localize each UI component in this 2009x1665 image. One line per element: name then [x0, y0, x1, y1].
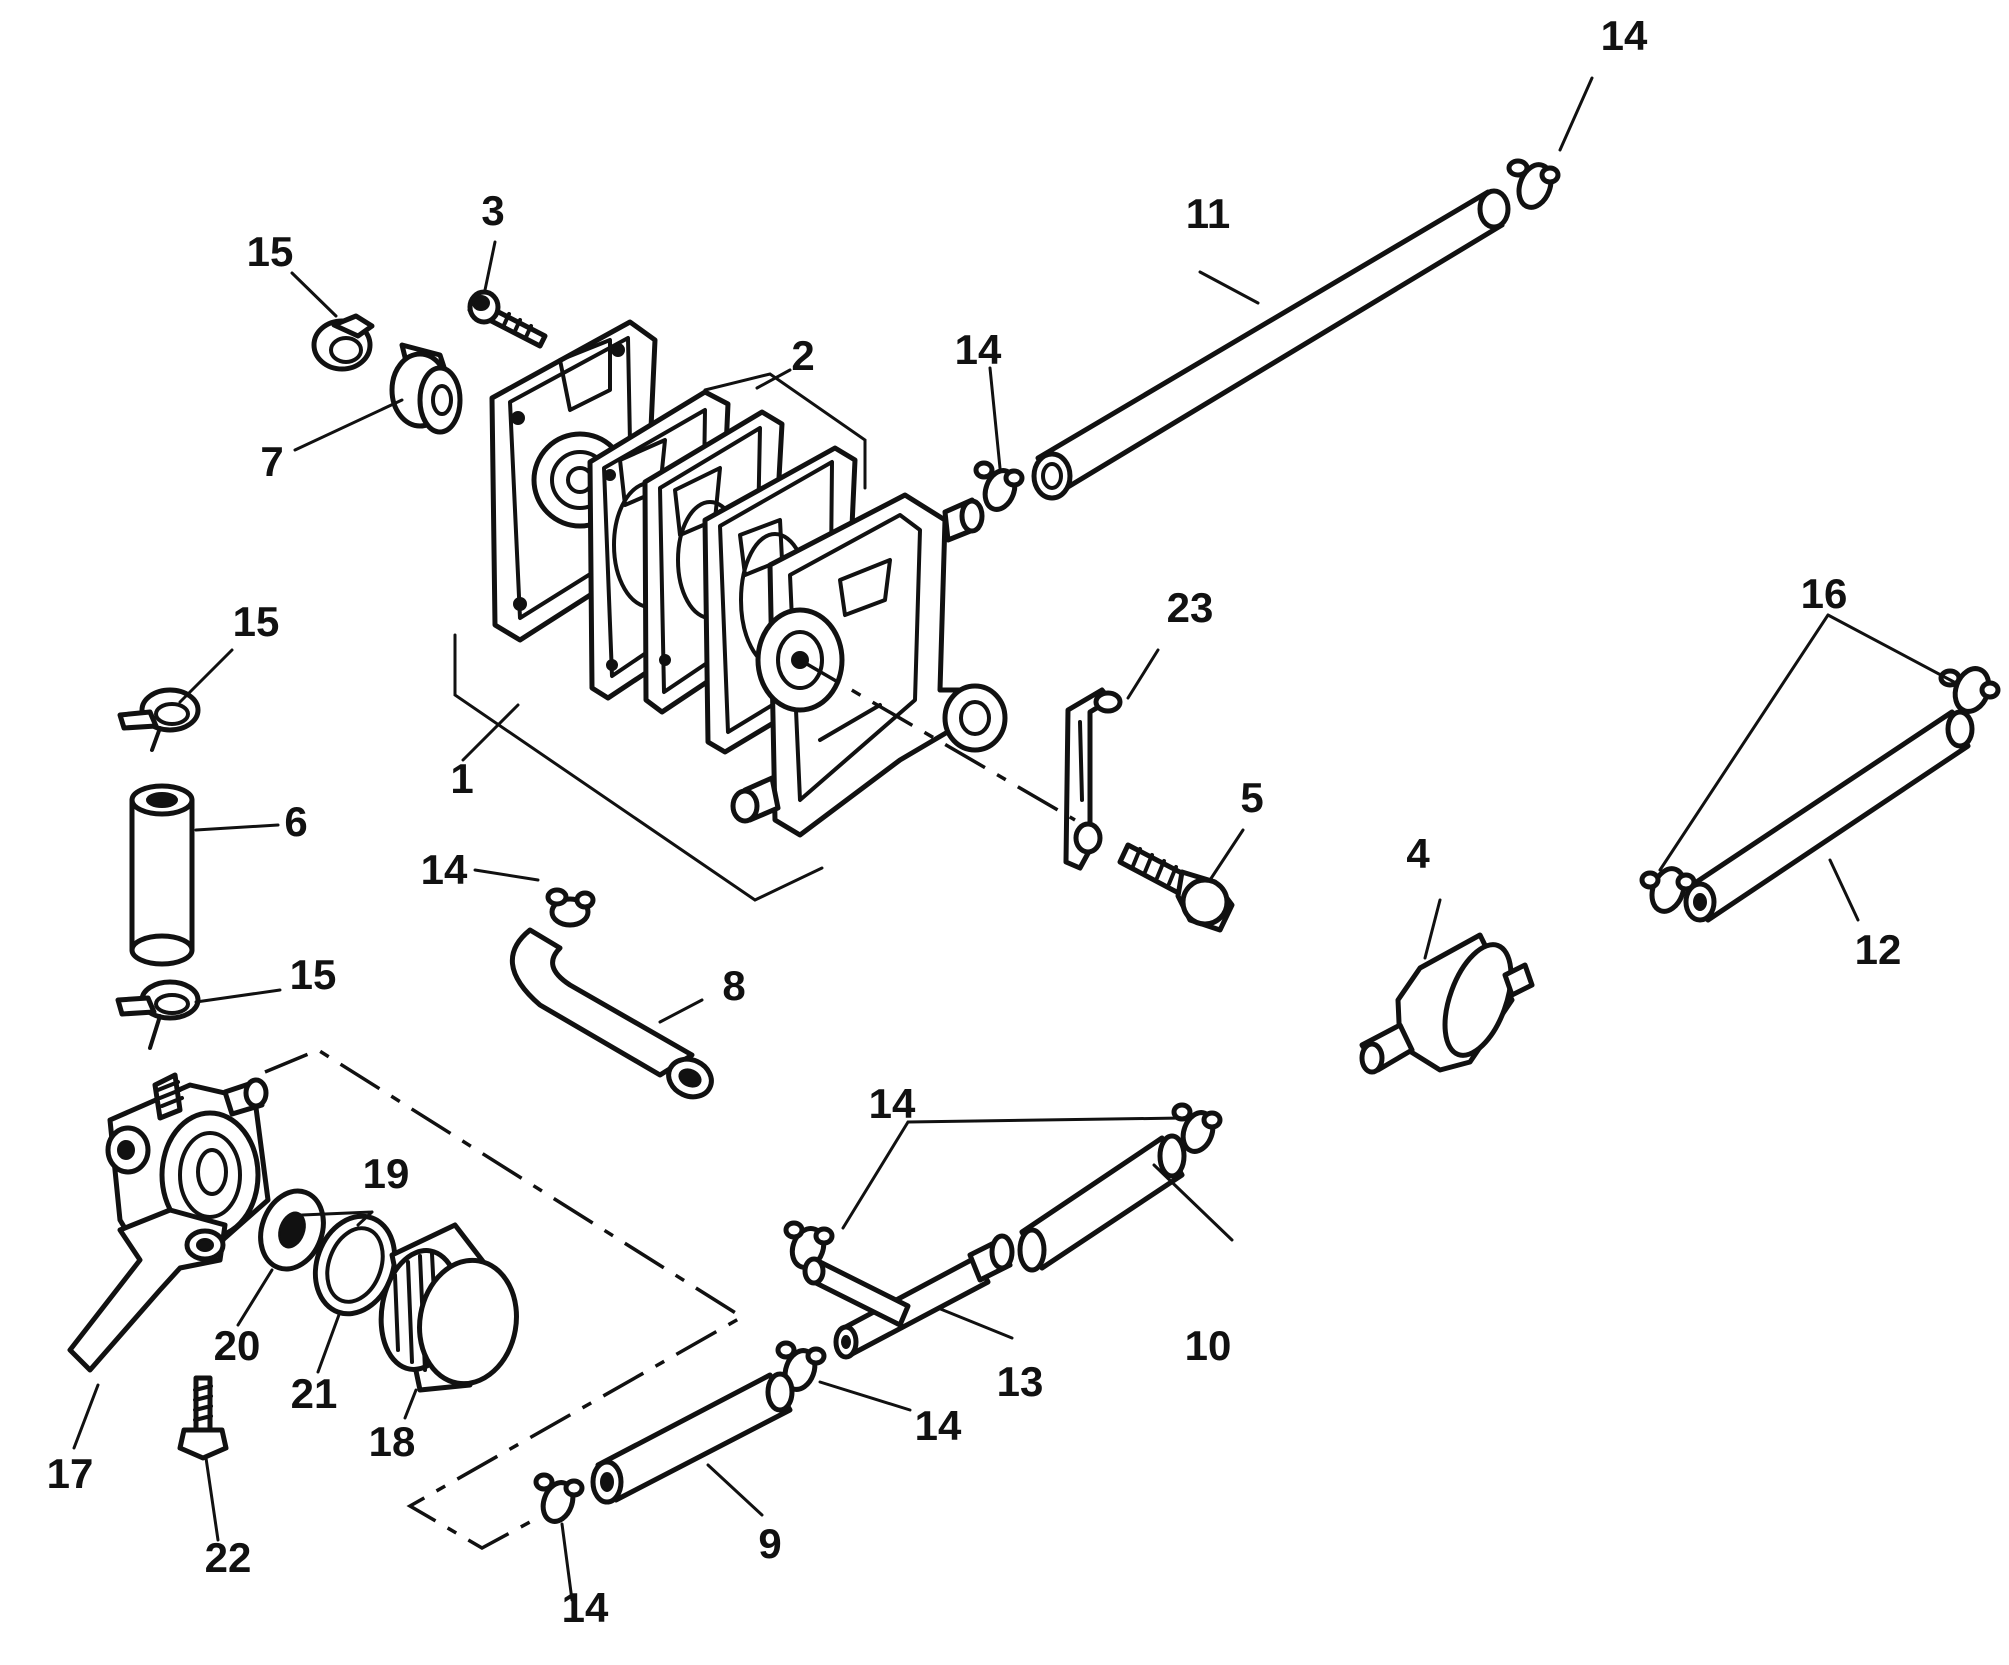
long-hose-part-11[interactable] [1031, 188, 1511, 501]
callout-5: 5 [1240, 774, 1263, 821]
hose-clamp-part-14-tee-upper-right[interactable] [1171, 1102, 1223, 1156]
bolt-part-5[interactable] [1117, 842, 1235, 933]
hose-clamp-part-14-hose-9[interactable] [533, 1472, 585, 1526]
hose-clamp-part-15-lower[interactable] [115, 979, 201, 1050]
callout-15-middle: 15 [233, 598, 280, 645]
callout-14-pump-outlet: 14 [955, 326, 1002, 373]
assembly-centerline [799, 658, 1076, 822]
pump-body [730, 492, 1008, 838]
callout-2: 2 [791, 332, 814, 379]
callout-12: 12 [1855, 926, 1902, 973]
bracket-part-23[interactable] [1063, 687, 1123, 871]
hose-clamp-part-16-left[interactable] [1639, 864, 1697, 916]
callout-14-tee-lower: 14 [915, 1402, 962, 1449]
callout-21: 21 [291, 1370, 338, 1417]
bracket-line-part-2 [703, 372, 867, 490]
hose-clamp-part-14-top-right[interactable] [1506, 158, 1561, 212]
hose-clamp-part-16-right[interactable] [1938, 664, 2001, 716]
fuel-hose-part-6[interactable] [129, 783, 195, 967]
callout-14-hose-8: 14 [421, 846, 468, 893]
filter-bowl-part-18[interactable] [372, 1222, 526, 1393]
callout-20: 20 [214, 1322, 261, 1369]
callout-11: 11 [1186, 190, 1230, 237]
fuel-pump-assembly[interactable] [489, 319, 1008, 838]
callout-8: 8 [722, 962, 745, 1009]
filter-routing-line [264, 1048, 746, 1551]
callout-17: 17 [47, 1450, 94, 1497]
hose-clamp-part-15-middle[interactable] [117, 687, 201, 752]
hose-clamp-part-15-top[interactable] [311, 313, 375, 372]
callout-10: 10 [1185, 1322, 1232, 1369]
callout-16: 16 [1801, 570, 1848, 617]
hose-part-7[interactable] [389, 342, 463, 435]
callout-19: 19 [363, 1150, 410, 1197]
callout-15-top: 15 [247, 228, 294, 275]
hose-clamp-part-14-hose-8[interactable] [545, 887, 596, 928]
filter-base-part-17[interactable] [67, 1072, 271, 1373]
callout-18: 18 [369, 1418, 416, 1465]
tee-fitting-part-13[interactable] [802, 1233, 1015, 1360]
bracket-line-part-1 [453, 633, 824, 902]
callout-4: 4 [1406, 830, 1430, 877]
callout-14-top-right: 14 [1601, 12, 1648, 59]
callout-3: 3 [481, 187, 504, 234]
callout-22: 22 [205, 1534, 252, 1581]
screw-part-3[interactable] [467, 289, 548, 349]
callout-7: 7 [260, 438, 283, 485]
screen-part-20[interactable] [250, 1182, 334, 1278]
callout-6: 6 [284, 798, 307, 845]
hose-clamp-part-14-pump-outlet[interactable] [973, 460, 1025, 514]
callout-1: 1 [450, 755, 473, 802]
callout-13: 13 [997, 1358, 1044, 1405]
hose-part-12[interactable] [1683, 709, 1975, 923]
callout-23: 23 [1167, 584, 1214, 631]
hose-clamp-part-14-tee-upper-left[interactable] [783, 1220, 835, 1272]
hose-part-8[interactable] [509, 927, 717, 1104]
callout-15-lower: 15 [290, 951, 337, 998]
screw-part-22[interactable] [177, 1375, 229, 1461]
leader-lines [72, 76, 1956, 1602]
callout-14-tee-upper: 14 [869, 1080, 916, 1127]
callout-9: 9 [758, 1520, 781, 1567]
callout-14-hose-9: 14 [562, 1584, 609, 1631]
hose-part-9[interactable] [590, 1371, 795, 1505]
hose-part-10[interactable] [1017, 1133, 1187, 1273]
inline-filter-part-4[interactable] [1359, 932, 1535, 1075]
